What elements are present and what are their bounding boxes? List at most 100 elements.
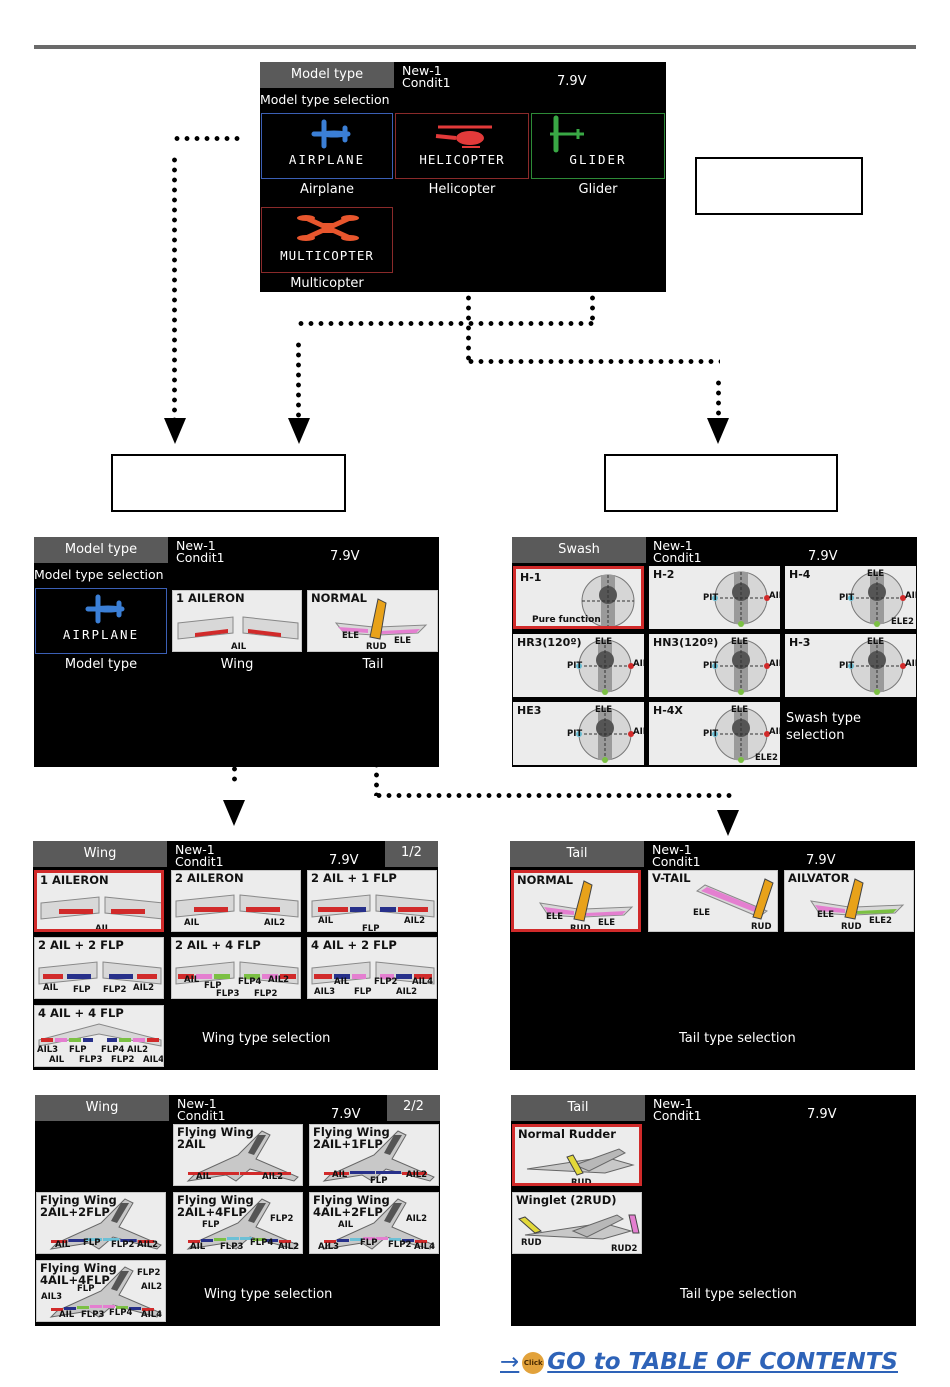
glider-icon xyxy=(550,115,584,153)
tile-title: 4 AIL + 2 FLP xyxy=(311,938,397,952)
model-name: New-1 xyxy=(177,1096,217,1111)
channel-tag: AIL2 xyxy=(406,1214,427,1224)
channel-tag: AIL xyxy=(184,918,200,928)
model-name: New-1 xyxy=(653,1096,693,1111)
channel-tag: RUD xyxy=(570,924,591,932)
channel-tag: FLP2 xyxy=(388,1240,411,1250)
swash-type-tile[interactable]: ELEAILPITELE2H-4X xyxy=(649,702,780,765)
channel-tag: ELE xyxy=(867,637,884,647)
wing-type-tile[interactable]: AIL 1 AILERON xyxy=(172,590,302,652)
model-type-tab[interactable]: Model type xyxy=(34,537,168,563)
channel-tag: AIL xyxy=(190,1242,206,1252)
swash-plate-diagram: PITAILELE xyxy=(567,637,644,695)
model-type-tab[interactable]: Model type xyxy=(260,62,394,88)
model-name: New-1 xyxy=(652,842,692,857)
channel-tag: ELE xyxy=(598,918,615,928)
tail-tab[interactable]: Tail xyxy=(511,1095,645,1121)
channel-tag: FLP4 xyxy=(101,1045,124,1055)
tail-tab[interactable]: Tail xyxy=(510,841,644,867)
tile-title: 2 AIL + 1 FLP xyxy=(311,871,397,885)
swash-plate-diagram: PITAILELE xyxy=(839,637,916,695)
channel-tag: AIL xyxy=(318,916,334,926)
swash-type-tile[interactable]: PITAILELEHR3(120º) xyxy=(513,634,644,697)
airplane-tile[interactable]: AIRPLANE xyxy=(35,588,167,654)
channel-tag: FLP3 xyxy=(81,1310,104,1320)
airplane-tile[interactable]: AIRPLANE xyxy=(261,113,393,179)
channel-tag: ELE xyxy=(817,910,834,920)
swash-type-tile[interactable]: PITAILELEHE3 xyxy=(513,702,644,765)
tile-title: Flying Wing 4AIL+2FLP xyxy=(313,1193,390,1219)
page-indicator[interactable]: 2/2 xyxy=(387,1095,440,1121)
channel-tag: AIL xyxy=(43,983,59,993)
airplane-tile-text: AIRPLANE xyxy=(288,152,366,167)
swash-tab[interactable]: Swash xyxy=(512,537,646,563)
tail-tag: ELE xyxy=(394,636,411,646)
wing-tab[interactable]: Wing xyxy=(35,1095,169,1121)
helicopter-tile[interactable]: HELICOPTER xyxy=(395,113,529,179)
page-indicator[interactable]: 1/2 xyxy=(385,841,438,867)
condition-name: Condit1 xyxy=(177,1108,226,1123)
channel-tag: AIL xyxy=(905,659,916,669)
swash-plate-diagram: ELEAILPITELE2 xyxy=(703,705,780,763)
channel-tag: FLP xyxy=(204,981,221,991)
swash-type-tile[interactable]: PITAILELEH-3 xyxy=(785,634,916,697)
channel-tag: FLP xyxy=(360,1238,377,1248)
tail-type-tile[interactable]: ELE RUD ELE NORMAL xyxy=(307,590,438,652)
channel-tag: AIL2 xyxy=(141,1282,162,1292)
channel-tag: FLP2 xyxy=(254,989,277,999)
wing-tab[interactable]: Wing xyxy=(33,841,167,867)
channel-tag: AIL xyxy=(905,591,916,601)
model-name: New-1 xyxy=(176,538,216,553)
swash-type-tile[interactable]: PITAILH-2 xyxy=(649,566,780,629)
connector xyxy=(172,155,177,420)
channel-tag: ELE2 xyxy=(869,916,892,926)
channel-tag: AIL xyxy=(633,727,644,737)
swash-footer: Swash type selection xyxy=(786,711,862,743)
multicopter-label: Multicopter xyxy=(290,276,364,291)
channel-tag: ELE xyxy=(867,569,884,579)
channel-tag: FLP2 xyxy=(111,1240,134,1250)
subtitle: Model type selection xyxy=(34,567,164,582)
glider-tile[interactable]: GLIDER xyxy=(531,113,665,179)
channel-tag: FLP4 xyxy=(250,1238,273,1248)
tail-footer: Tail type selection xyxy=(679,1031,796,1046)
swash-type-title: HE3 xyxy=(517,704,542,717)
swash-type-tile[interactable]: ELEPITAILELE2H-4 xyxy=(785,566,916,629)
channel-tag: PIT xyxy=(567,661,582,671)
multicopter-tile[interactable]: MULTICOPTER xyxy=(261,207,393,273)
swash-type-tile[interactable]: AILELEPITHN3(120º) xyxy=(649,634,780,697)
channel-tag: AIL4 xyxy=(143,1055,164,1065)
tile-title: 2 AIL + 2 FLP xyxy=(38,938,124,952)
callout-box-left xyxy=(111,454,346,512)
swash-plate-diagram: ELEPITAILELE2 xyxy=(839,569,916,627)
tile-title: Flying Wing 2AIL+4FLP xyxy=(177,1193,254,1219)
wing-footer: Wing type selection xyxy=(202,1031,331,1046)
channel-tag: AIL xyxy=(769,591,780,601)
channel-tag: FLP3 xyxy=(79,1055,102,1065)
swash-type-title: H-2 xyxy=(653,568,675,581)
channel-tag: AIL2 xyxy=(262,1172,283,1182)
